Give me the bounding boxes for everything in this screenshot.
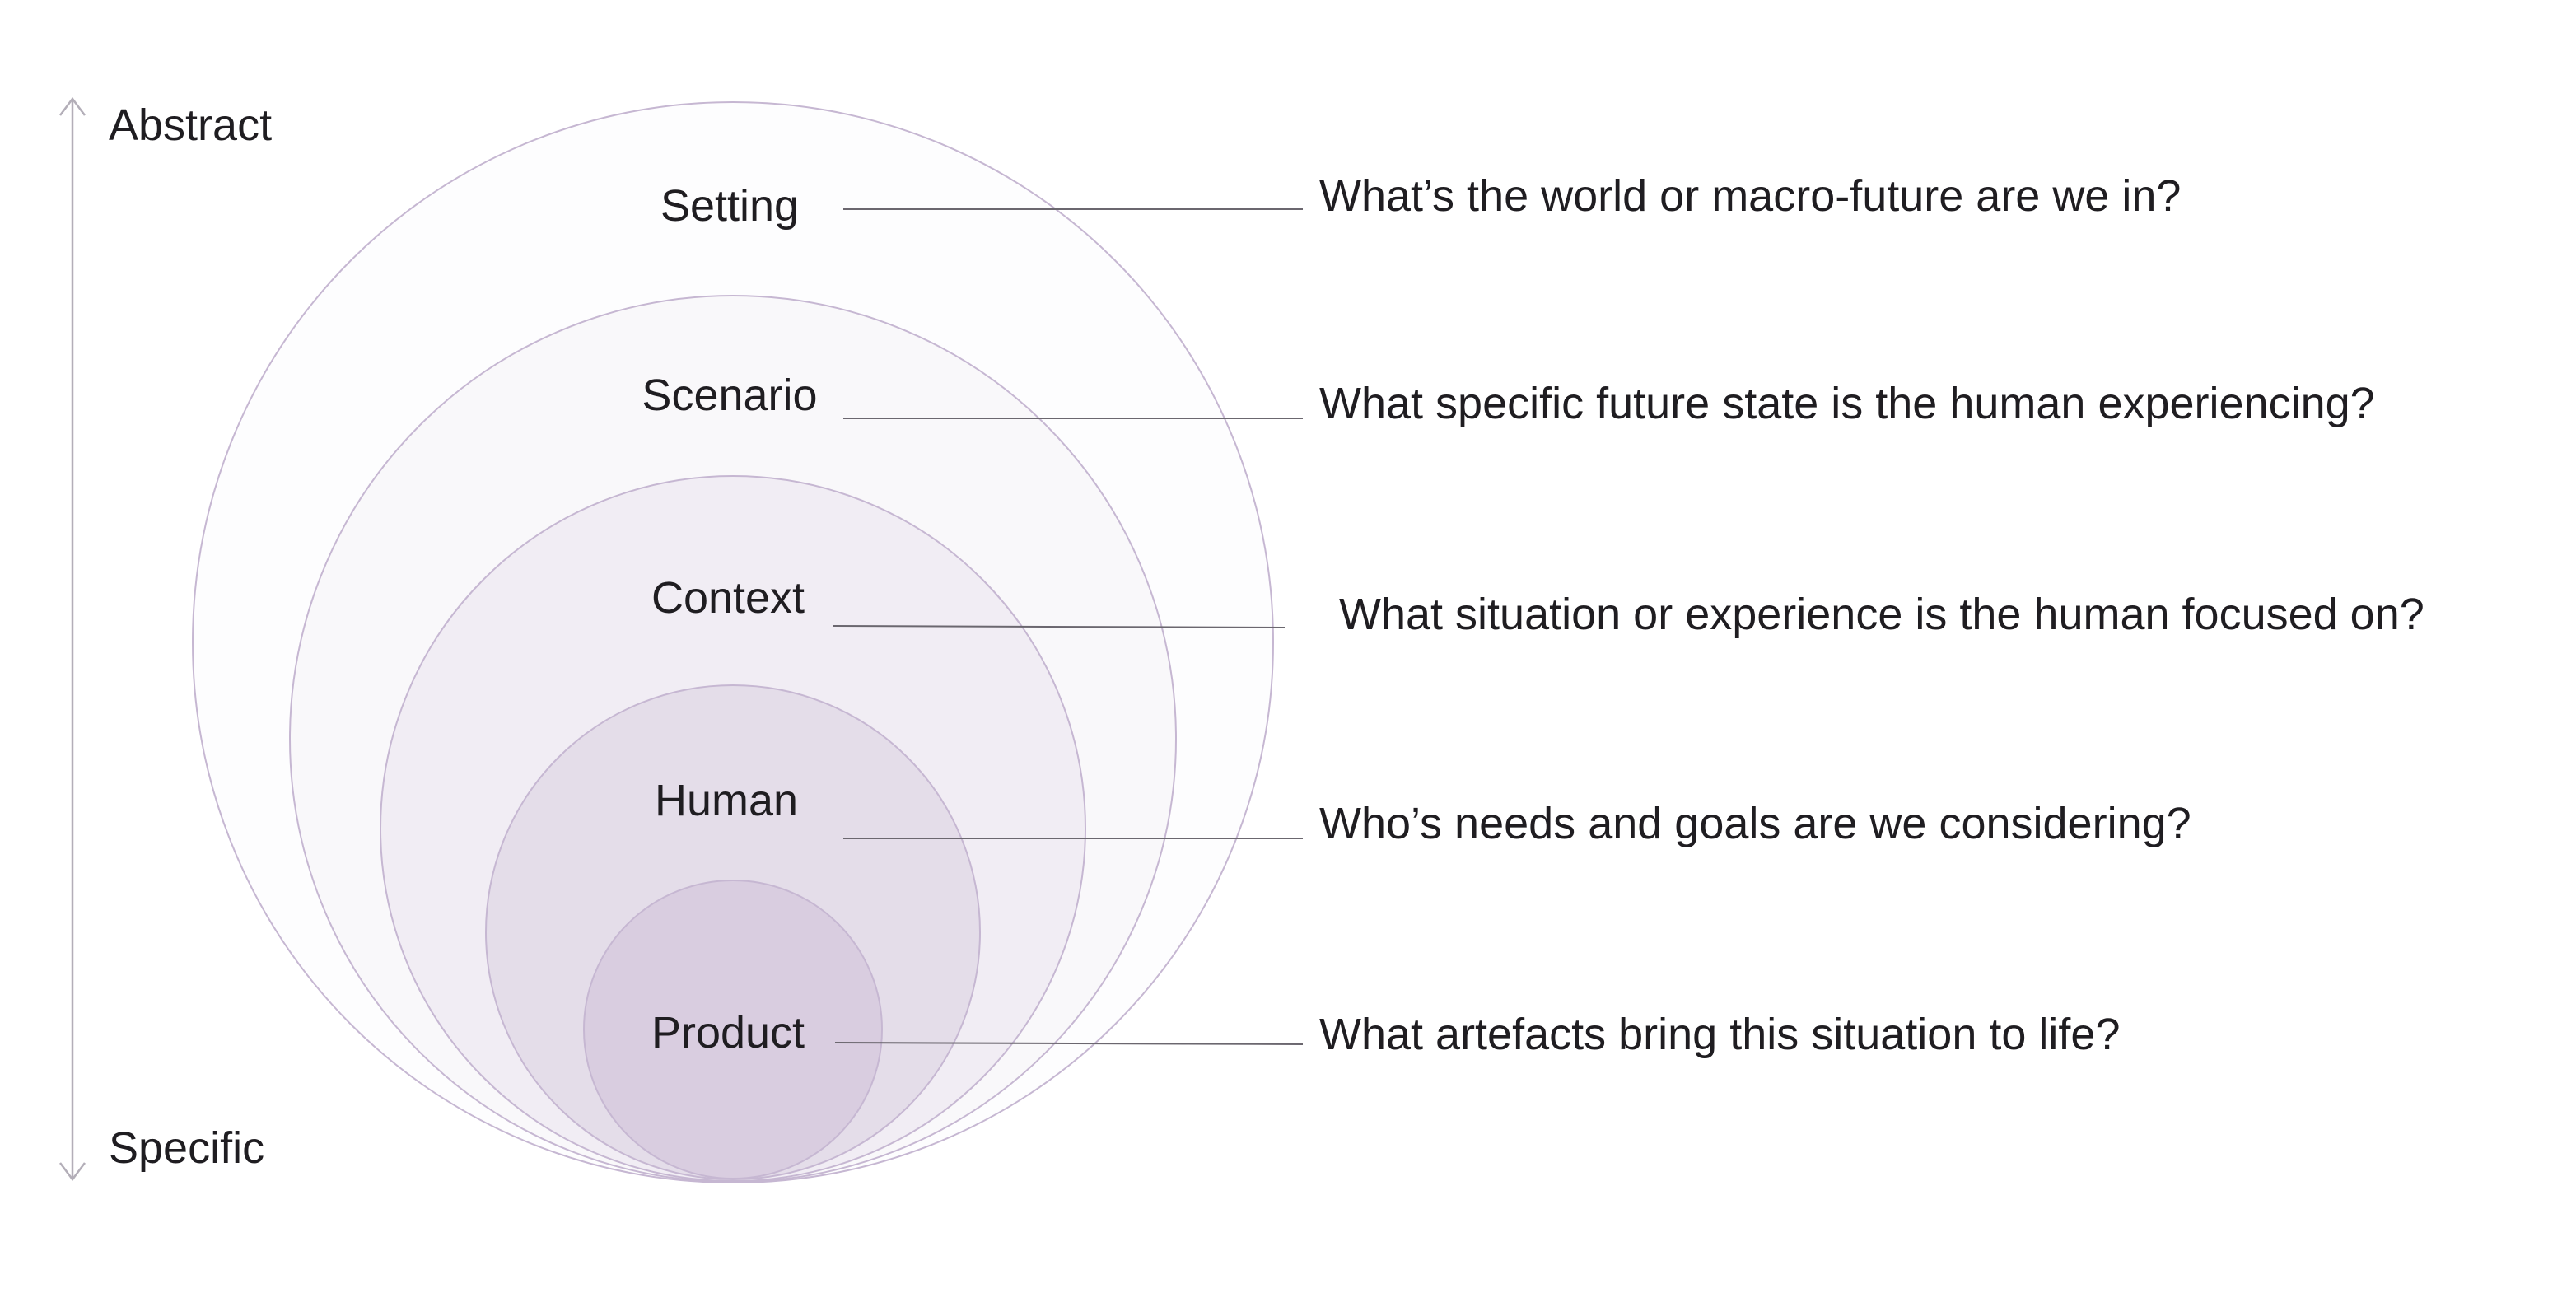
level-label-product: Product [651,1008,805,1057]
level-label-context: Context [651,573,805,623]
question-scenario: What specific future state is the human … [1319,379,2375,428]
leader-lines [833,208,1304,1045]
circle-product [583,880,883,1179]
question-product: What artefacts bring this situation to l… [1319,1010,2121,1059]
level-label-scenario: Scenario [642,371,818,420]
level-label-human: Human [654,776,799,825]
axis-label-abstract: Abstract [109,100,273,150]
level-label-setting: Setting [660,181,800,231]
arrow-up-icon [59,96,86,116]
nested-circles [192,101,1274,1183]
leader-line-context [833,625,1286,628]
question-human: Who’s needs and goals are we considering… [1319,799,2191,848]
leader-line-product [834,1042,1304,1045]
abstract-specific-axis [59,96,86,1182]
question-setting: What’s the world or macro-future are we … [1319,171,2182,221]
question-context: What situation or experience is the huma… [1339,590,2424,639]
arrow-down-icon [59,1162,86,1182]
axis-label-specific: Specific [109,1123,265,1173]
